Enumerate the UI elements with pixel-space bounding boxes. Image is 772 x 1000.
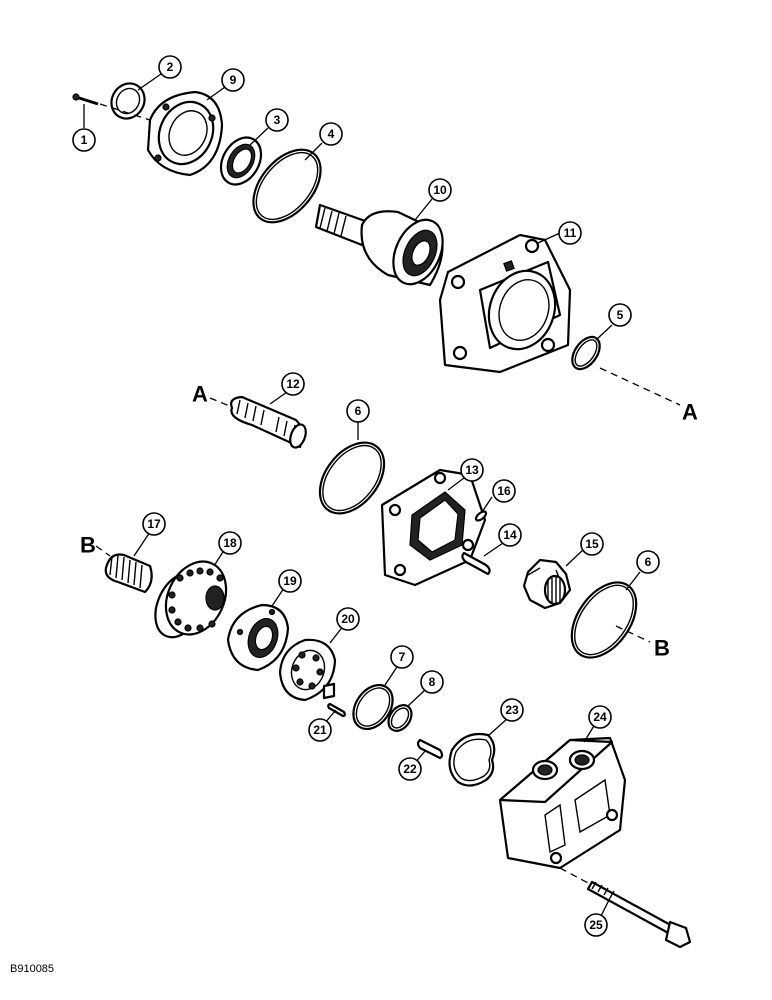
part-bolt-25: [586, 880, 692, 949]
part-o-ring-7: [352, 683, 394, 731]
part-plate-13: [380, 468, 487, 587]
svg-text:7: 7: [399, 650, 406, 664]
part-shaft-bearing-10: [314, 203, 444, 287]
svg-text:9: 9: [230, 73, 237, 87]
part-valve-plate-19: [226, 603, 290, 672]
callout-16: 16: [492, 479, 516, 503]
callout-15: 15: [580, 532, 604, 556]
callout-12: 12: [281, 372, 305, 396]
svg-text:22: 22: [403, 762, 417, 776]
callout-10: 10: [428, 178, 452, 202]
ref-letter-a-right: A: [682, 400, 698, 425]
part-housing-11: [438, 233, 572, 374]
callout-8: 8: [420, 670, 444, 694]
callout-1: 1: [72, 128, 96, 152]
callout-9: 9: [221, 68, 245, 92]
callout-13: 13: [460, 458, 484, 482]
part-coupling-12: [230, 395, 307, 449]
svg-text:20: 20: [341, 612, 355, 626]
part-geroler-18: [154, 560, 228, 639]
svg-text:24: 24: [593, 710, 607, 724]
callout-20: 20: [336, 607, 360, 631]
svg-text:25: 25: [589, 918, 603, 932]
part-rotor-15: [522, 558, 572, 610]
svg-text:13: 13: [465, 463, 479, 477]
callout-19: 19: [278, 569, 302, 593]
callout-2: 2: [158, 55, 182, 79]
svg-text:3: 3: [274, 113, 281, 127]
svg-text:16: 16: [497, 484, 511, 498]
part-pin-21: [327, 702, 346, 718]
callout-6-upper: 6: [346, 399, 370, 423]
svg-text:12: 12: [286, 377, 300, 391]
part-seal-2: [110, 82, 146, 120]
ref-letter-a-left: A: [192, 382, 208, 407]
callout-23: 23: [500, 698, 524, 722]
svg-text:11: 11: [564, 226, 577, 240]
svg-text:23: 23: [505, 703, 519, 717]
svg-text:8: 8: [429, 675, 436, 689]
svg-text:6: 6: [355, 404, 362, 418]
ref-letter-b-right: B: [654, 636, 670, 661]
assembly-lines: [95, 103, 681, 885]
svg-text:5: 5: [617, 308, 624, 322]
callout-5: 5: [608, 303, 632, 327]
part-lip-seal-3: [219, 136, 263, 186]
part-o-ring-4: [252, 148, 322, 224]
callout-18: 18: [218, 531, 242, 555]
part-o-ring-6a: [318, 441, 386, 515]
callout-25: 25: [584, 913, 608, 937]
part-flange-9: [146, 90, 224, 177]
svg-text:6: 6: [645, 555, 652, 569]
part-o-ring-5: [571, 335, 601, 371]
svg-text:19: 19: [283, 574, 297, 588]
part-valve-20: [278, 638, 337, 702]
svg-text:14: 14: [503, 528, 517, 542]
callout-14: 14: [498, 523, 522, 547]
part-dowel-22: [416, 738, 444, 760]
svg-text:2: 2: [167, 60, 174, 74]
part-bolt-1: [72, 93, 99, 106]
part-drive-17: [104, 553, 153, 594]
svg-text:4: 4: [328, 127, 335, 141]
ref-letter-b-left: B: [80, 533, 96, 558]
svg-text:21: 21: [313, 723, 327, 737]
callout-4: 4: [319, 122, 343, 146]
svg-text:15: 15: [585, 537, 599, 551]
part-gasket-23: [448, 732, 496, 787]
callout-11: 11: [558, 221, 582, 245]
part-pin-16: [474, 510, 488, 522]
part-dowel-14: [461, 551, 491, 576]
svg-text:10: 10: [433, 183, 447, 197]
callout-7: 7: [390, 645, 414, 669]
callout-22: 22: [398, 757, 422, 781]
svg-text:1: 1: [81, 133, 88, 147]
part-o-ring-6b: [570, 581, 638, 659]
svg-text:17: 17: [147, 517, 161, 531]
callout-24: 24: [588, 705, 612, 729]
callout-6-lower: 6: [636, 550, 660, 574]
callout-21: 21: [308, 718, 332, 742]
callout-3: 3: [265, 108, 289, 132]
callout-17: 17: [142, 512, 166, 536]
figure-code: B910085: [10, 963, 54, 975]
part-end-cover-24: [498, 736, 627, 870]
part-o-ring-8: [387, 704, 413, 732]
svg-text:18: 18: [223, 536, 237, 550]
